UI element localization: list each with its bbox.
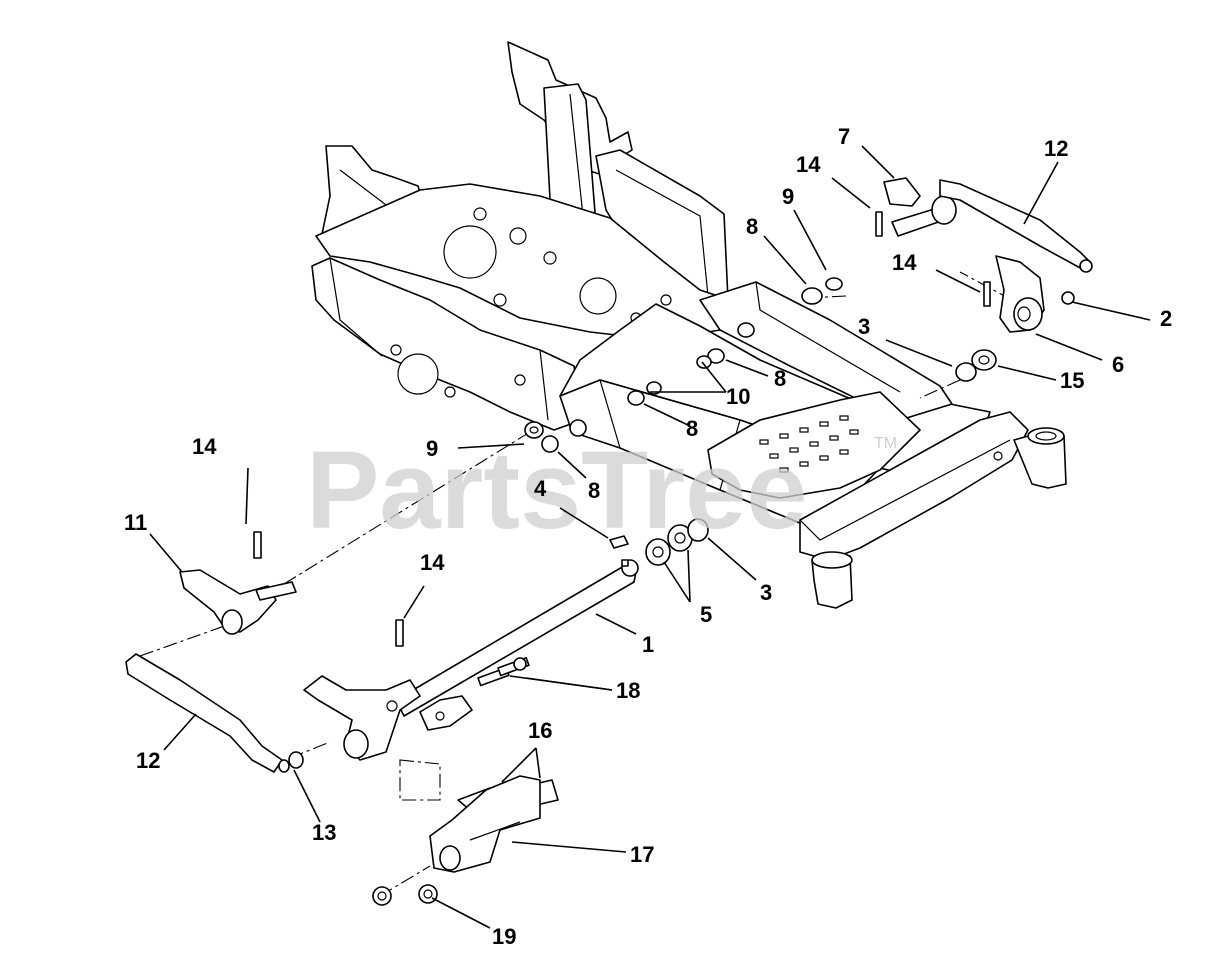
callout-13: 13: [312, 820, 336, 845]
callout-6: 6: [1112, 352, 1124, 377]
grate-holes: [759, 415, 859, 473]
watermark-trademark: TM: [874, 435, 897, 452]
callout-11: 11: [124, 510, 147, 535]
callout-12: 12: [136, 748, 160, 773]
callout-4: 4: [534, 476, 547, 501]
watermark-text: PartsTree: [306, 429, 807, 552]
callout-8: 8: [686, 416, 698, 441]
callout-12: 12: [1044, 136, 1068, 161]
callout-15: 15: [1060, 368, 1084, 393]
callout-8: 8: [774, 366, 786, 391]
callout-17: 17: [630, 842, 654, 867]
callout-3: 3: [858, 314, 870, 339]
callout-5: 5: [700, 602, 712, 627]
small-parts: [125, 177, 1093, 906]
callout-8: 8: [588, 478, 600, 503]
callout-16: 16: [528, 718, 552, 743]
callout-3: 3: [760, 580, 772, 605]
callout-labels: 7 12 14 9 8 14 2 3 6 8 10 8 15 14 9 8 4 …: [124, 124, 1172, 949]
callout-7: 7: [838, 124, 850, 149]
callout-2: 2: [1160, 306, 1172, 331]
callout-14: 14: [420, 550, 445, 575]
callout-14: 14: [892, 250, 917, 275]
main-frame: [311, 41, 1067, 609]
callout-1: 1: [642, 632, 654, 657]
callout-18: 18: [616, 678, 640, 703]
callout-10: 10: [726, 384, 750, 409]
callout-9: 9: [782, 184, 794, 209]
leader-lines: [149, 145, 1151, 929]
callout-14: 14: [796, 152, 821, 177]
callout-9: 9: [426, 436, 438, 461]
callout-19: 19: [492, 924, 516, 949]
callout-8: 8: [746, 214, 758, 239]
callout-14: 14: [192, 434, 217, 459]
